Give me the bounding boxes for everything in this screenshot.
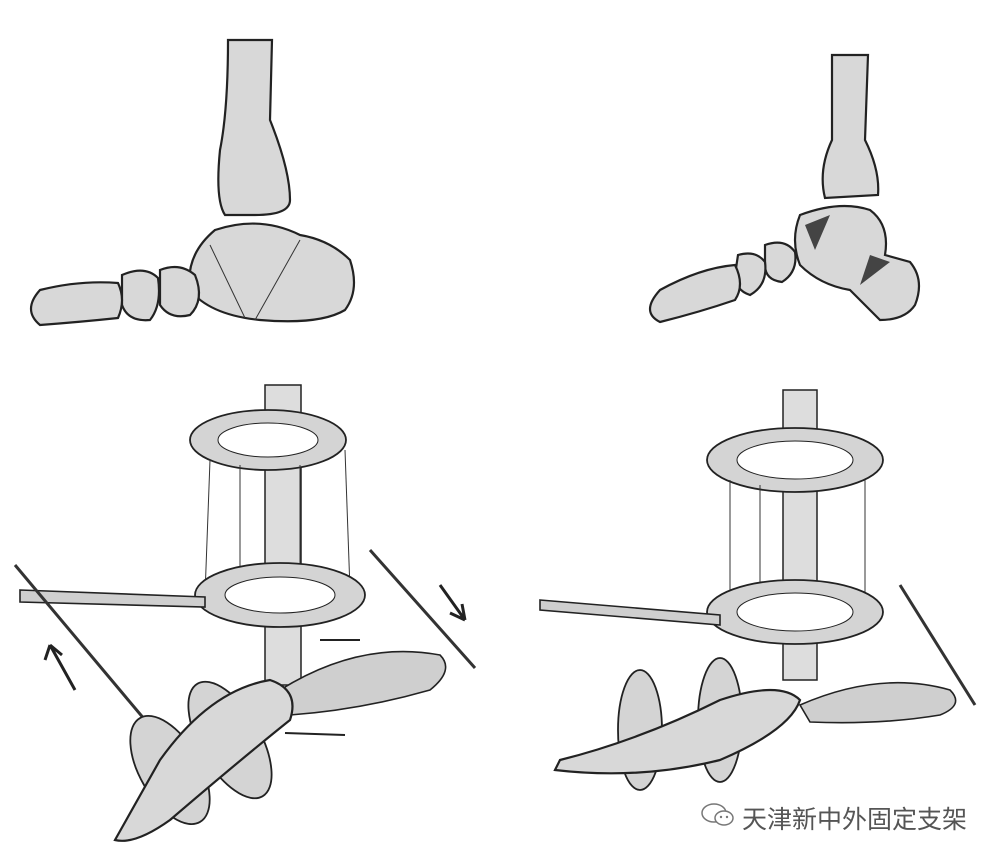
talus-calcaneus-bone (188, 222, 356, 323)
tibia-bone (217, 38, 292, 217)
ankle-deformed-lateral (648, 53, 921, 324)
arrow-icon (284, 639, 360, 736)
talus-calcaneus-bone (793, 204, 921, 322)
arrow-icon (438, 584, 467, 622)
tibia-bone (821, 53, 880, 200)
ankle-normal-lateral (29, 38, 356, 327)
watermark: 天津新中外固定支架 (700, 800, 967, 836)
frame-correction-left (13, 384, 477, 842)
metatarsal-bone (29, 281, 124, 327)
metatarsal-bone (648, 263, 742, 324)
wechat-icon (700, 801, 736, 835)
watermark-text: 天津新中外固定支架 (742, 805, 968, 834)
arrow-icon (43, 643, 77, 691)
frame-correction-right (539, 389, 977, 791)
